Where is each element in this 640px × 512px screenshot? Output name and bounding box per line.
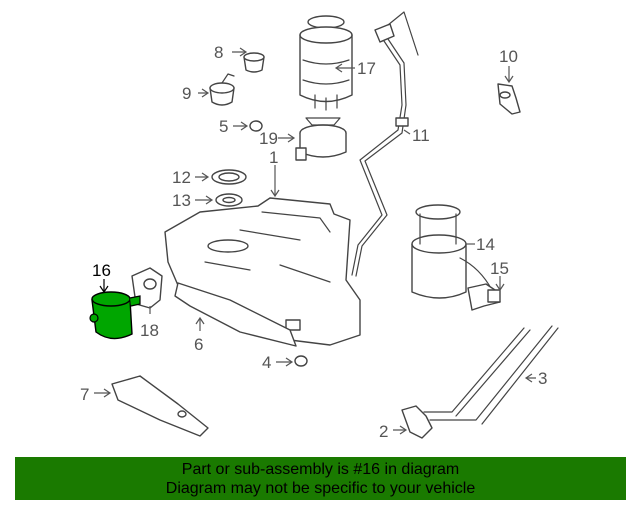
part-13-seal bbox=[215, 193, 243, 207]
callout-1: 1 bbox=[269, 148, 278, 167]
part-5-plug bbox=[249, 120, 263, 132]
leader-lines bbox=[94, 47, 536, 435]
info-banner: Part or sub-assembly is #16 in diagram D… bbox=[15, 457, 626, 500]
callout-15: 15 bbox=[490, 259, 509, 278]
banner-line-2: Diagram may not be specific to your vehi… bbox=[165, 479, 476, 497]
callout-2: 2 bbox=[379, 422, 388, 441]
callout-13: 13 bbox=[172, 191, 191, 210]
part-6-heat-shield bbox=[174, 282, 297, 347]
part-2-bracket bbox=[401, 405, 433, 439]
callout-8: 8 bbox=[214, 43, 223, 62]
callout-11: 11 bbox=[412, 126, 430, 145]
part-17-filter-housing bbox=[299, 15, 353, 111]
part-11-fuel-line bbox=[351, 11, 419, 277]
callout-12: 12 bbox=[172, 168, 191, 187]
callout-10: 10 bbox=[499, 47, 518, 66]
part-10-connector bbox=[497, 83, 521, 115]
part-7-support bbox=[111, 375, 209, 437]
callout-19: 19 bbox=[259, 129, 278, 148]
callout-7: 7 bbox=[80, 385, 89, 404]
part-14-fuel-pump bbox=[411, 204, 493, 299]
part-9-valve bbox=[209, 73, 235, 106]
callout-16: 16 bbox=[92, 261, 111, 280]
part-4-nut bbox=[294, 355, 308, 367]
callout-5: 5 bbox=[219, 117, 228, 136]
part-3-straps bbox=[423, 325, 559, 425]
callout-14: 14 bbox=[476, 235, 495, 254]
callout-4: 4 bbox=[262, 353, 271, 372]
callout-18: 18 bbox=[140, 321, 159, 340]
banner-line-1: Part or sub-assembly is #16 in diagram bbox=[181, 460, 460, 478]
callout-17: 17 bbox=[357, 59, 376, 78]
callout-3: 3 bbox=[538, 369, 547, 388]
callout-9: 9 bbox=[182, 84, 191, 103]
callout-6: 6 bbox=[194, 335, 203, 354]
callout-labels: 8 9 5 17 19 11 10 12 13 1 14 15 18 6 4 3… bbox=[80, 43, 547, 441]
parts-diagram: 8 9 5 17 19 11 10 12 13 1 14 15 18 6 4 3… bbox=[80, 11, 559, 441]
part-15-sender bbox=[467, 283, 501, 311]
part-8-cap bbox=[243, 52, 265, 73]
part-19-clamp bbox=[295, 117, 347, 161]
part-12-ring bbox=[211, 169, 247, 185]
part-16-fuel-filter[interactable] bbox=[89, 291, 141, 340]
